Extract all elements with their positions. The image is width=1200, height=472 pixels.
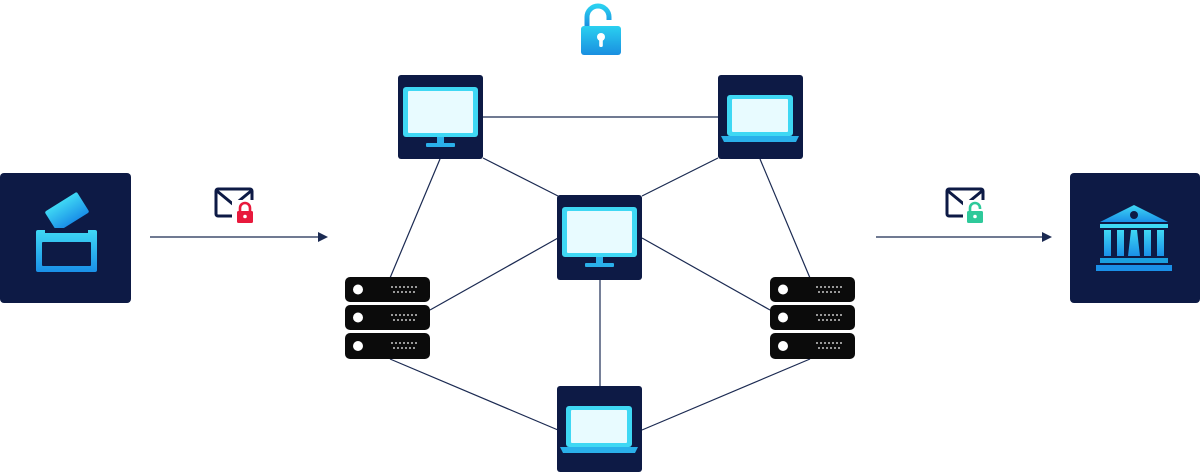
monitor-icon — [562, 207, 637, 267]
laptop-icon — [721, 95, 799, 142]
ballot-box-icon — [36, 192, 97, 272]
server-rack-icon — [770, 277, 855, 359]
node-server-right — [770, 277, 855, 359]
link-laptop-tr-server-r — [759, 158, 811, 279]
link-server-r-laptop-bottom — [641, 358, 811, 431]
network-connections — [389, 116, 811, 431]
bank-icon — [1096, 205, 1172, 271]
node-monitor-top-left — [398, 75, 483, 159]
node-laptop-bottom — [557, 386, 642, 472]
node-bank — [1070, 173, 1200, 303]
monitor-icon — [403, 87, 478, 147]
node-ballot-box — [0, 173, 131, 303]
message-outgoing — [214, 187, 258, 226]
link-center-server-r — [641, 237, 771, 311]
lock-unlocked-icon — [963, 200, 989, 226]
lock-locked-icon — [232, 200, 258, 226]
node-server-left — [345, 277, 430, 359]
link-center-server-l — [429, 237, 559, 311]
server-rack-icon — [345, 277, 430, 359]
laptop-icon — [560, 406, 638, 453]
link-monitor-tl-server-l — [389, 158, 441, 279]
message-incoming — [945, 187, 989, 226]
padlock-icon — [581, 3, 621, 55]
link-monitor-tl-center — [482, 157, 559, 197]
node-monitor-center — [557, 195, 642, 280]
link-server-l-laptop-bottom — [389, 358, 559, 431]
node-laptop-top-right — [718, 75, 803, 159]
link-laptop-tr-center — [641, 157, 719, 197]
